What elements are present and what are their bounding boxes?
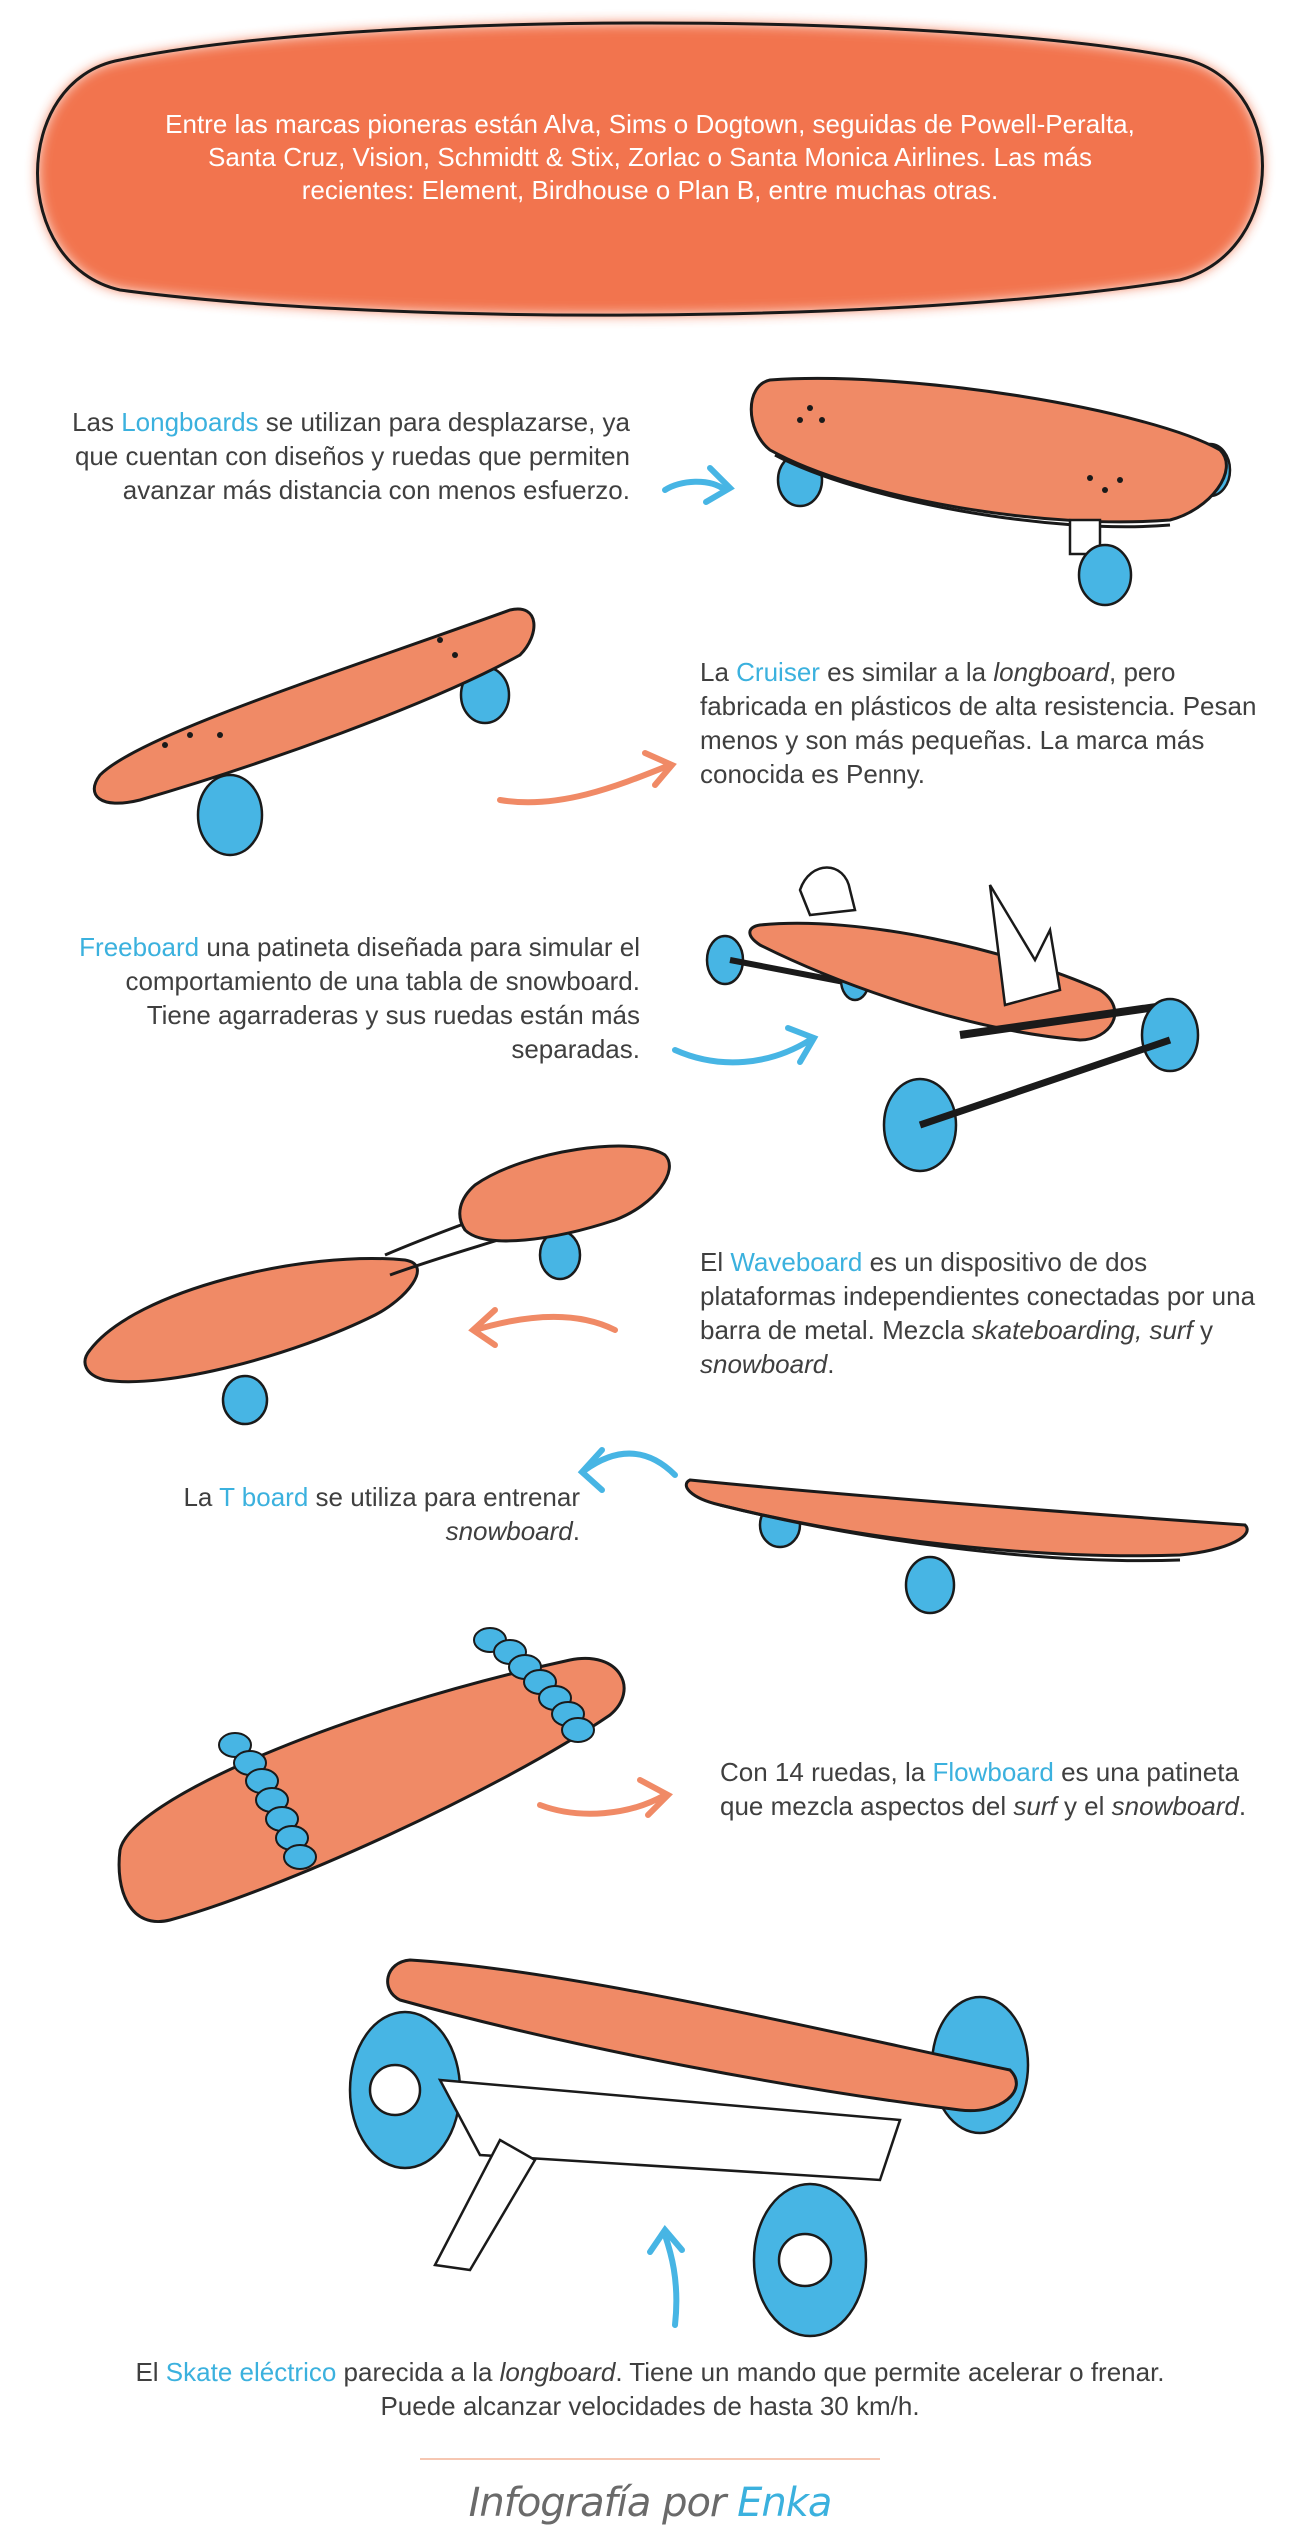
waveboard-illustration [83, 1144, 671, 1426]
cruiser-name: Cruiser [736, 657, 820, 687]
longboard-description: Las Longboards se utilizan para desplaza… [72, 407, 630, 505]
cruiser-description: La Cruiser es similar a la longboard, pe… [700, 657, 1257, 789]
flowboard-illustration [117, 1627, 673, 1923]
freeboard-description: Freeboard una patineta diseñada para sim… [79, 932, 640, 1064]
electric-skate-illustration [348, 1958, 1030, 2338]
infographic-credit: Infografía por Enka [468, 2480, 833, 2526]
flowboard-description: Con 14 ruedas, la Flowboard es una patin… [720, 1757, 1247, 1821]
freeboard-name: Freeboard [79, 932, 200, 962]
banner-text: Entre las marcas pioneras están Alva, Si… [165, 109, 1135, 205]
footer-divider [420, 2458, 880, 2460]
waveboard-name: Waveboard [730, 1247, 863, 1277]
longboard-illustration [662, 376, 1232, 607]
waveboard-description: El Waveboard es un dispositivo de dos pl… [700, 1247, 1256, 1379]
tboard-description: La T board se utiliza para entrenar snow… [183, 1482, 580, 1546]
banner-skateboard-shape [36, 21, 1264, 317]
cruiser-illustration [92, 607, 677, 857]
electric-skate-name: Skate eléctrico [165, 2357, 337, 2387]
longboard-name: Longboards [121, 407, 259, 437]
tboard-name: T board [219, 1482, 309, 1512]
flowboard-name: Flowboard [932, 1757, 1054, 1787]
tboard-illustration [577, 1447, 1249, 1615]
author-name: Enka [737, 2480, 832, 2526]
freeboard-illustration [672, 866, 1200, 1173]
electric-skate-description: El Skate eléctrico parecida a la longboa… [135, 2357, 1165, 2421]
